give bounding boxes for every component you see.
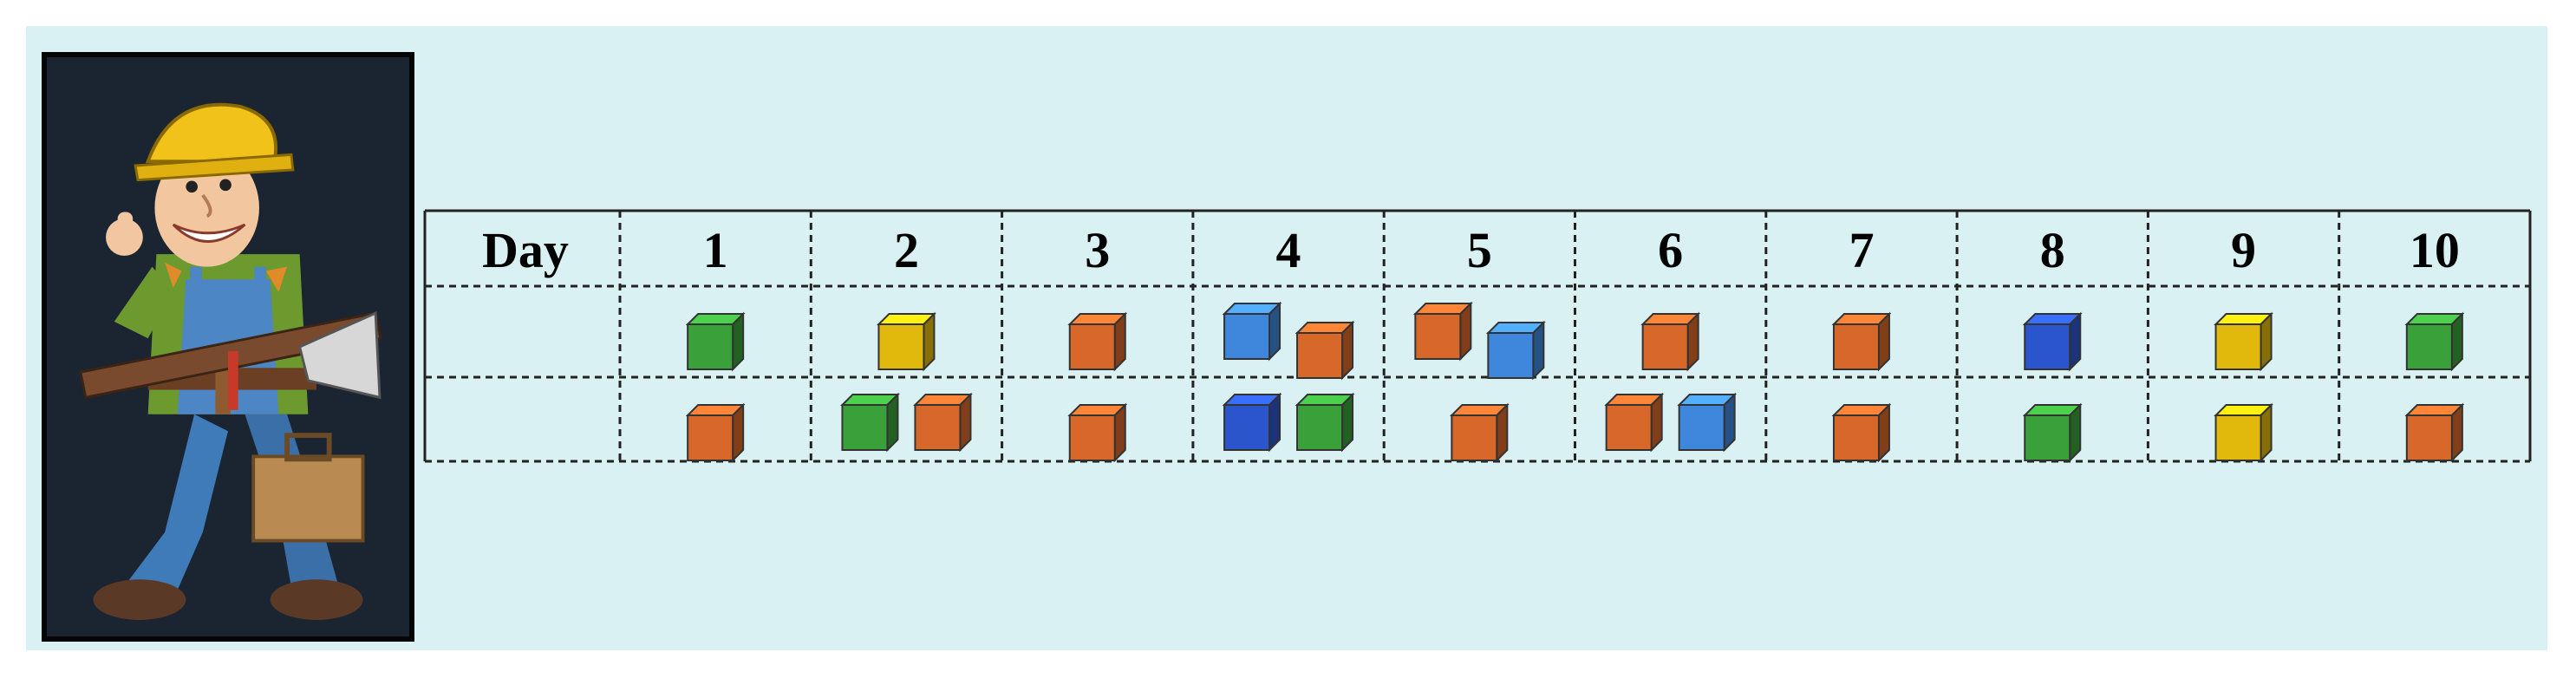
cube-darkblue-row1-day8 bbox=[2022, 311, 2083, 372]
header-day-10: 10 bbox=[2410, 222, 2460, 278]
cube-front-face bbox=[841, 404, 889, 451]
cube-green-row2-day2 bbox=[840, 392, 900, 453]
cube-side-face bbox=[1650, 392, 1663, 453]
cube-yellow-row1-day9 bbox=[2214, 311, 2273, 372]
cube-front-face bbox=[914, 404, 962, 451]
cube-front-face bbox=[1296, 332, 1344, 379]
cube-lightblue-row2-day6 bbox=[1677, 392, 1738, 453]
cube-front-face bbox=[1605, 404, 1653, 451]
cube-front-face bbox=[1487, 332, 1535, 379]
cube-orange-row2-day1 bbox=[685, 402, 746, 463]
cube-front-face bbox=[2405, 323, 2453, 370]
cube-yellow-row2-day9 bbox=[2214, 402, 2273, 463]
cube-front-face bbox=[1296, 404, 1344, 451]
cube-side-face bbox=[959, 392, 972, 453]
cube-front-face bbox=[687, 323, 734, 370]
cube-yellow-row1-day2 bbox=[877, 311, 936, 372]
cube-side-face bbox=[2450, 311, 2463, 372]
cube-orange-row2-day5 bbox=[1449, 402, 1510, 463]
cube-front-face bbox=[1641, 323, 1689, 370]
cube-front-face bbox=[1414, 313, 1462, 360]
cube-side-face bbox=[2450, 402, 2463, 463]
cube-front-face bbox=[1223, 313, 1271, 360]
cube-front-face bbox=[1451, 414, 1498, 461]
cube-side-face bbox=[886, 392, 899, 453]
cube-orange-row1-day7 bbox=[1831, 311, 1892, 372]
header-day-4: 4 bbox=[1276, 222, 1301, 278]
cube-side-face bbox=[732, 311, 745, 372]
cube-orange-row2-day3 bbox=[1067, 402, 1128, 463]
cube-green-row2-day4 bbox=[1295, 392, 1355, 453]
cube-front-face bbox=[1678, 404, 1725, 451]
cube-side-face bbox=[1341, 320, 1354, 381]
cube-green-row1-day10 bbox=[2404, 311, 2465, 372]
cube-green-row2-day8 bbox=[2022, 402, 2083, 463]
cube-side-face bbox=[1877, 311, 1890, 372]
diagram-background bbox=[26, 26, 2547, 650]
cube-orange-row1-day3 bbox=[1067, 311, 1128, 372]
cube-side-face bbox=[732, 402, 745, 463]
header-day-9: 9 bbox=[2231, 222, 2256, 278]
cube-front-face bbox=[1068, 323, 1116, 370]
cube-side-face bbox=[2069, 311, 2082, 372]
cube-front-face bbox=[1832, 323, 1880, 370]
worker-figure bbox=[79, 102, 382, 620]
cube-orange-row2-day7 bbox=[1831, 402, 1892, 463]
cube-side-face bbox=[1459, 301, 1472, 362]
cube-side-face bbox=[1723, 392, 1736, 453]
cube-front-face bbox=[1068, 414, 1116, 461]
header-day-8: 8 bbox=[2040, 222, 2065, 278]
cube-orange-row1-day6 bbox=[1640, 311, 1701, 372]
header-day-label: Day bbox=[482, 222, 569, 278]
cube-orange-row2-day2 bbox=[913, 392, 973, 453]
header-day-2: 2 bbox=[894, 222, 919, 278]
cube-front-face bbox=[2214, 323, 2262, 370]
cube-green-row1-day1 bbox=[685, 311, 746, 372]
cube-side-face bbox=[1113, 311, 1126, 372]
cube-side-face bbox=[1532, 320, 1545, 381]
header-day-1: 1 bbox=[703, 222, 728, 278]
cube-front-face bbox=[2214, 414, 2262, 461]
cube-front-face bbox=[1223, 404, 1271, 451]
cube-side-face bbox=[1268, 392, 1281, 453]
cube-front-face bbox=[877, 323, 925, 370]
cube-side-face bbox=[1268, 301, 1281, 362]
header-day-7: 7 bbox=[1849, 222, 1874, 278]
cube-side-face bbox=[2069, 402, 2082, 463]
construction-worker-illustration bbox=[42, 52, 414, 642]
cube-side-face bbox=[923, 311, 936, 372]
cube-orange-row2-day6 bbox=[1604, 392, 1665, 453]
cube-front-face bbox=[2405, 414, 2453, 461]
cube-darkblue-row2-day4 bbox=[1222, 392, 1282, 453]
cube-side-face bbox=[1341, 392, 1354, 453]
cube-orange-row1-day5 bbox=[1412, 301, 1473, 362]
cube-orange-row2-day10 bbox=[2404, 402, 2465, 463]
cube-front-face bbox=[2024, 323, 2071, 370]
cube-orange-row1-day4 bbox=[1295, 320, 1355, 381]
header-day-3: 3 bbox=[1085, 222, 1110, 278]
cube-side-face bbox=[1113, 402, 1126, 463]
cube-lightblue-row1-day4 bbox=[1222, 301, 1282, 362]
header-day-5: 5 bbox=[1467, 222, 1492, 278]
header-day-6: 6 bbox=[1658, 222, 1683, 278]
cube-side-face bbox=[1496, 402, 1509, 463]
cube-lightblue-row1-day5 bbox=[1485, 320, 1546, 381]
cube-side-face bbox=[1686, 311, 1699, 372]
cube-side-face bbox=[2260, 311, 2273, 372]
cube-side-face bbox=[2260, 402, 2273, 463]
cube-front-face bbox=[1832, 414, 1880, 461]
cube-front-face bbox=[687, 414, 734, 461]
cube-front-face bbox=[2024, 414, 2071, 461]
cube-side-face bbox=[1877, 402, 1890, 463]
